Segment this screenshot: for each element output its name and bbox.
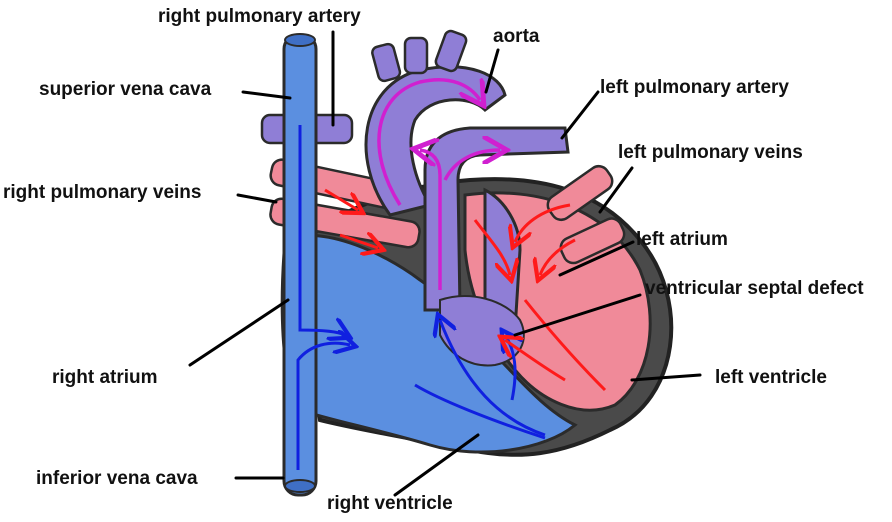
label-superior-vena-cava: superior vena cava xyxy=(39,79,212,100)
flow-arrow-pa-right xyxy=(443,150,500,181)
label-right-pulmonary-veins: right pulmonary veins xyxy=(3,182,201,203)
flow-arrow-lv-2 xyxy=(505,340,566,382)
flow-arrow-pa-left xyxy=(420,150,442,290)
aortic-branch-3 xyxy=(434,29,468,73)
leader-superior-vena-cava xyxy=(241,90,292,100)
leader-right-atrium xyxy=(188,298,290,367)
label-left-pulmonary-veins: left pulmonary veins xyxy=(618,142,803,163)
flow-arrow-aorta xyxy=(377,80,480,206)
flow-arrow-rv-1 xyxy=(440,320,546,437)
leader-right-ventricle xyxy=(393,433,480,497)
vena-cava-top-opening xyxy=(284,33,316,47)
label-right-atrium: right atrium xyxy=(52,367,158,388)
flow-arrow-lv-1 xyxy=(523,299,607,392)
leader-left-pulmonary-artery xyxy=(560,90,600,140)
leader-aorta xyxy=(484,48,500,94)
vena-cava-bottom-opening xyxy=(284,479,316,493)
label-left-atrium: left atrium xyxy=(636,229,728,250)
flow-arrow-ivc xyxy=(296,343,350,470)
leader-left-pulmonary-veins xyxy=(598,166,634,214)
leader-left-ventricle xyxy=(630,373,702,382)
label-right-pulmonary-artery: right pulmonary artery xyxy=(158,6,361,27)
leader-right-pulmonary-veins xyxy=(236,193,278,204)
flow-arrow-rv-2 xyxy=(414,383,546,440)
label-inferior-vena-cava: inferior vena cava xyxy=(36,468,198,489)
flow-arrow-la xyxy=(473,219,510,275)
flow-arrow-lpv-2 xyxy=(540,238,576,275)
left-pulmonary-vein-lower xyxy=(559,217,626,265)
flow-arrow-rpv-1 xyxy=(324,188,358,210)
label-left-ventricle: left ventricle xyxy=(715,367,827,388)
flow-arrow-rpv-2 xyxy=(339,235,378,248)
flow-arrow-lpv-1 xyxy=(515,203,571,242)
label-aorta: aorta xyxy=(493,26,540,47)
leader-ventricular-septal-defect xyxy=(513,293,642,337)
leader-left-atrium xyxy=(558,240,635,277)
label-ventricular-septal-defect: ventricular septal defect xyxy=(645,278,864,299)
label-right-ventricle: right ventricle xyxy=(327,493,453,514)
aortic-branch-1 xyxy=(371,42,402,83)
label-left-pulmonary-artery: left pulmonary artery xyxy=(600,77,789,98)
aortic-branch-2 xyxy=(403,36,429,75)
